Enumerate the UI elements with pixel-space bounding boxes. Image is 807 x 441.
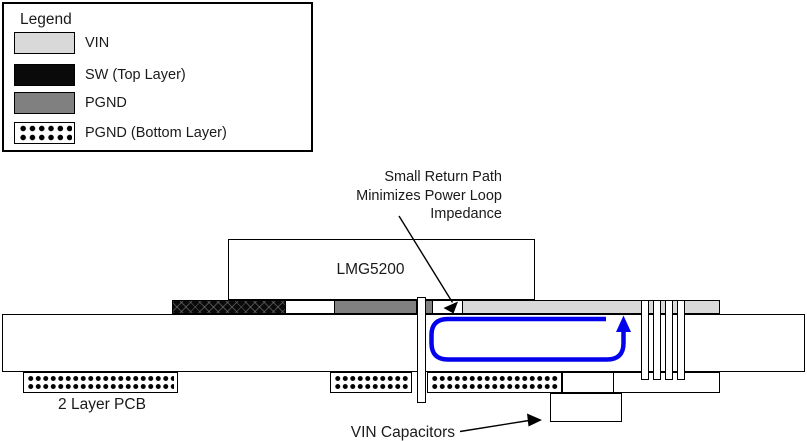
dot-pattern: [334, 374, 408, 391]
legend-title: Legend: [20, 11, 72, 28]
dot-pattern: [431, 374, 558, 391]
return-path-gap-box: [432, 300, 463, 314]
bottom-gap-box: [562, 372, 614, 393]
annotation-line-1: Small Return Path: [384, 169, 502, 185]
vin-capacitor-box: [550, 393, 622, 422]
annotation-line-2: Minimizes Power Loop: [356, 187, 502, 204]
vin-via-1: [641, 300, 649, 380]
vin-via-4: [677, 300, 685, 380]
legend-swatch-pgnd: [14, 92, 75, 114]
legend-label-sw: SW (Top Layer): [85, 67, 186, 83]
return-path-annotation: Small Return Path Minimizes Power Loop I…: [280, 168, 502, 224]
pgnd-bottom-strip-left: [23, 372, 178, 393]
sw-top-layer-strip: [172, 300, 286, 314]
capacitors-arrowhead-icon: [527, 413, 542, 427]
annotation-line-3: Impedance: [430, 206, 502, 222]
legend-label-pgnd: PGND: [85, 95, 127, 111]
legend-swatch-pgnd-bottom: [14, 122, 75, 144]
dot-pattern: [27, 374, 174, 391]
capacitors-arrow: [459, 413, 542, 433]
pcb-label: 2 Layer PCB: [58, 396, 146, 413]
lmg5200-label: LMG5200: [336, 260, 405, 278]
lmg5200-box: LMG5200: [228, 239, 535, 300]
pgnd-bottom-strip-right: [427, 372, 562, 393]
pgnd-bottom-strip-mid: [330, 372, 412, 393]
vin-via-2: [653, 300, 661, 380]
dot-pattern: [17, 124, 72, 142]
legend-label-vin: VIN: [85, 35, 110, 51]
pgnd-through-via: [417, 297, 426, 403]
copper-gap-box-left: [285, 300, 335, 314]
pgnd-top-strip: [334, 300, 417, 314]
legend-swatch-vin: [14, 32, 75, 54]
legend-swatch-sw: [14, 64, 75, 86]
vin-via-3: [665, 300, 673, 380]
legend-label-pgnd-bottom: PGND (Bottom Layer): [85, 125, 227, 141]
vin-capacitors-label: VIN Capacitors: [350, 424, 455, 441]
legend-panel: Legend VIN SW (Top Layer) PGND PGND (Bot…: [2, 2, 313, 152]
